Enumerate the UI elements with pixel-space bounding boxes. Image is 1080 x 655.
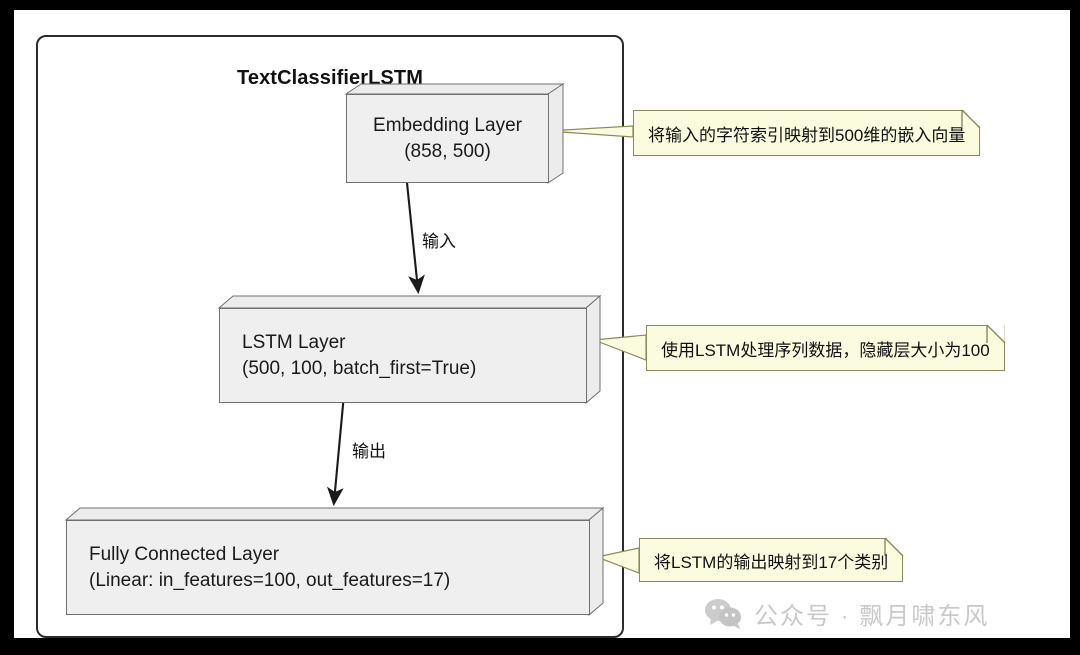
watermark: 公众号 · 飘月啸东风 xyxy=(704,596,989,631)
diagram-canvas: TextClassifierLSTM xyxy=(14,10,1070,638)
note-embedding-text: 将输入的字符索引映射到500维的嵌入向量 xyxy=(648,125,966,145)
node-title-lstm: LSTM Layer xyxy=(242,332,346,354)
node-3d-shell-embedding xyxy=(344,83,565,184)
node-lstm-layer[interactable]: LSTM Layer (500, 100, batch_first=True) xyxy=(205,294,602,405)
node-face-fc: Fully Connected Layer (Linear: in_featur… xyxy=(66,520,590,615)
node-face-lstm: LSTM Layer (500, 100, batch_first=True) xyxy=(219,308,587,403)
watermark-text: 公众号 · 飘月啸东风 xyxy=(754,603,990,630)
node-subtitle-fc: (Linear: in_features=100, out_features=1… xyxy=(89,569,451,591)
note-fold-line-icon xyxy=(986,324,1006,344)
wechat-icon xyxy=(705,598,741,629)
node-subtitle-lstm: (500, 100, batch_first=True) xyxy=(242,357,477,379)
note-lstm[interactable]: 使用LSTM处理序列数据，隐藏层大小为100 xyxy=(646,324,1006,371)
note-embedding[interactable]: 将输入的字符索引映射到500维的嵌入向量 xyxy=(633,109,981,156)
node-embedding-layer[interactable]: Embedding Layer (858, 500) xyxy=(332,83,565,184)
node-title-fc: Fully Connected Layer xyxy=(89,544,280,566)
edge-label-input: 输入 xyxy=(422,232,456,251)
node-face-embedding: Embedding Layer (858, 500) xyxy=(346,94,549,183)
edge-label-output: 输出 xyxy=(352,442,386,461)
node-subtitle-embedding: (858, 500) xyxy=(404,140,491,162)
note-fc[interactable]: 将LSTM的输出映射到17个类别 xyxy=(639,537,904,582)
note-fc-text: 将LSTM的输出映射到17个类别 xyxy=(654,552,889,572)
node-title-embedding: Embedding Layer xyxy=(373,115,522,137)
note-lstm-text: 使用LSTM处理序列数据，隐藏层大小为100 xyxy=(661,340,990,360)
node-fully-connected-layer[interactable]: Fully Connected Layer (Linear: in_featur… xyxy=(52,506,605,617)
note-fold-line-icon xyxy=(961,109,981,129)
note-fold-line-icon xyxy=(884,537,904,557)
